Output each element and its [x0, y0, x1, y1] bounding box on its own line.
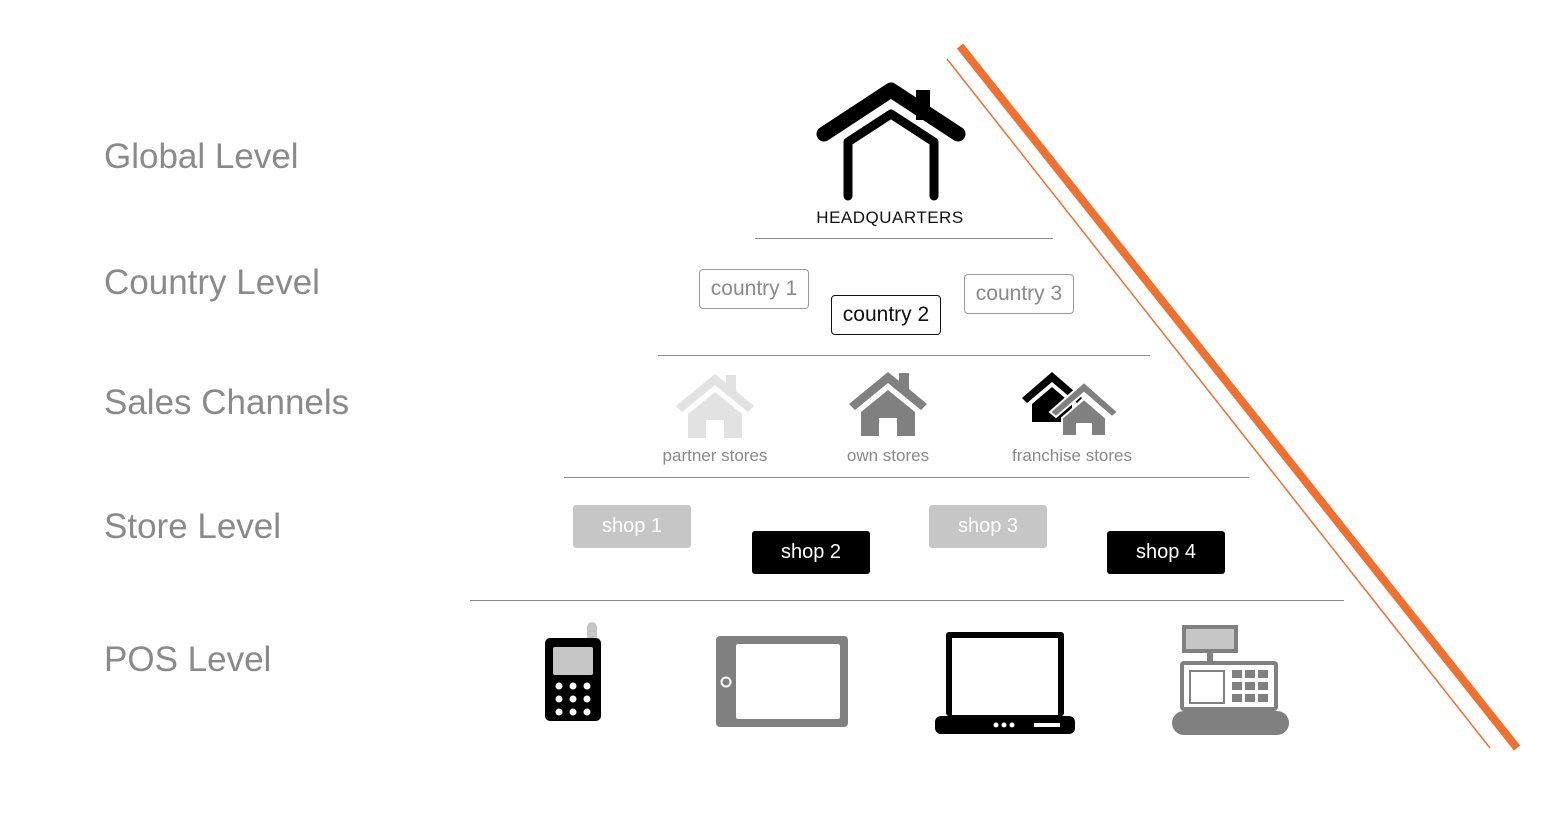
divider-country	[658, 355, 1150, 356]
own-stores-label: own stores	[846, 446, 930, 465]
partner-stores-label: partner stores	[662, 446, 768, 465]
headquarters-label: HEADQUARTERS	[816, 208, 964, 227]
divider-global	[755, 238, 1053, 239]
house-icon	[816, 82, 966, 201]
store-level-label: Store Level	[104, 507, 282, 546]
cash-register-icon	[1172, 625, 1289, 735]
country-level-label: Country Level	[104, 263, 320, 302]
house-icon	[676, 374, 754, 438]
tablet-icon	[716, 636, 848, 727]
pos-level-label: POS Level	[104, 640, 272, 679]
country-1-box[interactable]: country 1	[699, 269, 809, 309]
divider-store	[470, 600, 1344, 601]
divider-sales	[564, 477, 1249, 478]
shop-4-box[interactable]: shop 4	[1107, 531, 1225, 574]
shop-3-box[interactable]: shop 3	[929, 505, 1047, 548]
mobile-phone-icon	[545, 622, 601, 721]
franchise-stores-label: franchise stores	[1012, 446, 1132, 465]
global-level-label: Global Level	[104, 137, 299, 176]
shop-1-box[interactable]: shop 1	[573, 505, 691, 548]
house-icon	[849, 372, 927, 436]
country-3-box[interactable]: country 3	[964, 274, 1074, 314]
laptop-icon	[935, 632, 1075, 734]
shop-2-box[interactable]: shop 2	[752, 531, 870, 574]
sales-channels-label: Sales Channels	[104, 383, 350, 422]
houses-icon	[1022, 372, 1120, 437]
country-2-box[interactable]: country 2	[831, 295, 941, 335]
